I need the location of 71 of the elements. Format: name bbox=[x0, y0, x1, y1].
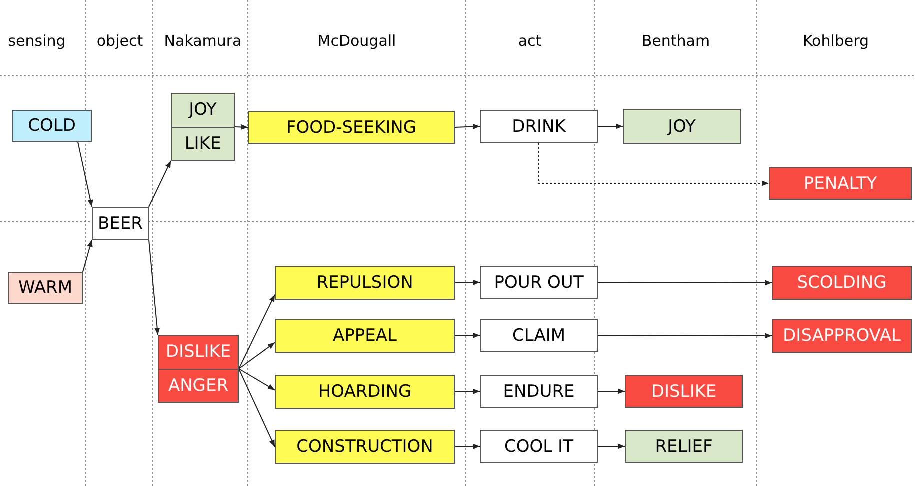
process-box bbox=[275, 266, 455, 300]
process-box bbox=[623, 109, 741, 144]
column-header: sensing bbox=[8, 32, 66, 50]
process-box bbox=[480, 110, 598, 143]
column-header: Bentham bbox=[642, 32, 710, 50]
process-box bbox=[248, 111, 455, 144]
process-box bbox=[480, 319, 598, 352]
node-label: RELIEF bbox=[655, 436, 713, 456]
process-box bbox=[275, 319, 455, 353]
node-label: APPEAL bbox=[333, 326, 397, 346]
node-label: WARM bbox=[18, 278, 72, 298]
node-label: CLAIM bbox=[512, 326, 566, 346]
arrow bbox=[598, 388, 626, 394]
arrow bbox=[238, 294, 276, 370]
process-box bbox=[480, 430, 598, 463]
node-label: JOY bbox=[668, 116, 696, 136]
column-header: Nakamura bbox=[164, 32, 242, 50]
process-box bbox=[92, 207, 149, 240]
node-label: DISAPPROVAL bbox=[783, 326, 901, 346]
node-label: DRINK bbox=[512, 116, 566, 136]
arrow bbox=[454, 280, 480, 286]
column-header: Kohlberg bbox=[802, 32, 870, 50]
arrow bbox=[598, 444, 626, 450]
process-box bbox=[275, 430, 455, 464]
node-label: ANGER bbox=[168, 376, 229, 396]
node-label: SCOLDING bbox=[797, 273, 887, 293]
column-header: act bbox=[518, 32, 542, 50]
arrow bbox=[538, 142, 770, 186]
node-label: BEER bbox=[98, 214, 143, 234]
arrow bbox=[238, 368, 276, 391]
process-box bbox=[8, 272, 83, 304]
process-box bbox=[12, 110, 92, 142]
node-label: DISLIKE bbox=[651, 382, 717, 402]
node-label: ENDURE bbox=[503, 382, 575, 402]
node-label: JOY bbox=[189, 100, 217, 120]
arrow bbox=[234, 124, 248, 130]
node-label: FOOD-SEEKING bbox=[286, 118, 417, 138]
arrow bbox=[238, 342, 276, 370]
arrow bbox=[598, 124, 624, 130]
column-header: object bbox=[96, 32, 144, 50]
arrow bbox=[148, 160, 172, 208]
node-label: COLD bbox=[28, 116, 76, 136]
arrow bbox=[454, 124, 480, 130]
arrow bbox=[238, 368, 276, 448]
arrow bbox=[598, 280, 772, 286]
arrow bbox=[148, 240, 160, 336]
node-label: POUR OUT bbox=[494, 272, 584, 292]
process-box bbox=[625, 430, 743, 463]
process-box bbox=[625, 375, 743, 408]
process-box bbox=[480, 375, 598, 408]
process-box bbox=[480, 266, 598, 299]
node-label: CONSTRUCTION bbox=[296, 437, 434, 457]
process-box bbox=[769, 167, 912, 200]
arrow bbox=[78, 142, 94, 208]
process-box bbox=[158, 335, 239, 403]
arrow bbox=[82, 240, 93, 272]
process-box bbox=[275, 375, 455, 409]
node-label: LIKE bbox=[184, 134, 222, 154]
node-label: COOL IT bbox=[504, 436, 574, 456]
process-box bbox=[772, 319, 912, 353]
arrow bbox=[454, 444, 480, 450]
process-box bbox=[171, 93, 235, 161]
arrow bbox=[454, 388, 480, 394]
process-box bbox=[772, 266, 912, 300]
column-header: McDougall bbox=[318, 32, 396, 50]
arrow bbox=[598, 333, 772, 339]
node-label: HOARDING bbox=[318, 382, 412, 402]
node-label: REPULSION bbox=[316, 273, 414, 293]
node-label: DISLIKE bbox=[166, 342, 232, 362]
arrow bbox=[454, 332, 480, 338]
node-label: PENALTY bbox=[804, 174, 878, 194]
